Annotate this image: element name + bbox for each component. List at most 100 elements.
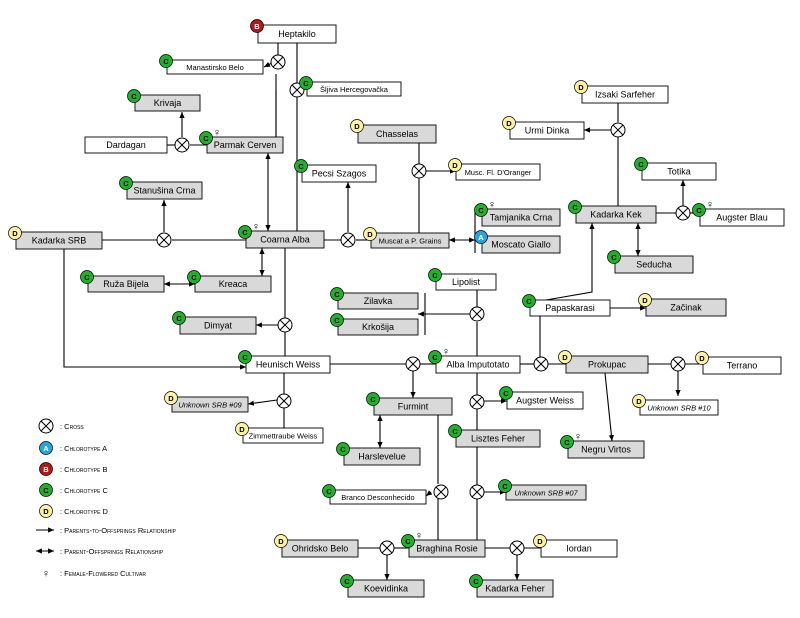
node-label: Kadarka Feher (485, 584, 545, 594)
svg-text:D: D (578, 83, 584, 92)
svg-text:B: B (43, 465, 49, 474)
node-box (343, 447, 421, 466)
chlorotype-badge: C (119, 176, 133, 190)
svg-text:C: C (526, 297, 532, 306)
node-box (301, 164, 377, 183)
svg-text:C: C (191, 273, 197, 282)
cross-icon (276, 393, 292, 409)
chlorotype-badge: C (498, 479, 512, 493)
chlorotype-badge: C (187, 270, 201, 284)
node-label: Pecsi Szagos (312, 169, 367, 179)
svg-text:D: D (168, 394, 174, 403)
chlorotype-badge: C (159, 54, 173, 68)
node-box (15, 231, 103, 250)
svg-text:C: C (638, 160, 644, 169)
svg-text:C: C (176, 314, 182, 323)
node-box (245, 230, 325, 249)
chlorotype-badge: C (294, 159, 308, 173)
node-label: Šljiva Hercegovačka (320, 85, 389, 94)
node-label: Alba Imputotato (446, 360, 509, 370)
node-box (134, 94, 201, 112)
legend-chlorotype-d-label: : Chlorotype D (60, 507, 109, 516)
node-box (87, 275, 165, 293)
node-label: Kadarka Kek (590, 210, 642, 220)
node-label: Ohridsko Belo (292, 544, 349, 554)
node-label: Urmi Dinka (525, 126, 570, 136)
node-label: Harslevelue (358, 452, 406, 462)
chlorotype-badge: D (574, 80, 588, 94)
node-label: Krivaja (154, 98, 182, 108)
node-label: Heunisch Weiss (256, 360, 321, 370)
node-label: Unknown SRB #07 (514, 489, 578, 498)
node-dardagan: Dardagan (84, 136, 168, 154)
legend-chlorotype-a-label: : Chlorotype A (60, 444, 107, 453)
node-box (337, 318, 419, 336)
node-box (245, 355, 331, 374)
svg-text:D: D (636, 397, 642, 406)
svg-text:C: C (326, 487, 332, 496)
svg-text:D: D (562, 353, 568, 362)
node-box (435, 355, 521, 374)
node-label: Unknown SRB #10 (647, 404, 711, 413)
chlorotype-badge: D (638, 293, 652, 307)
chlorotype-badge: C (127, 89, 141, 103)
node-label: Krkošija (362, 322, 394, 332)
node-box (373, 397, 453, 416)
chlorotype-badge: C (522, 294, 536, 308)
node-heptakilo: Heptakilo B (250, 19, 337, 44)
svg-text:C: C (334, 290, 340, 299)
chlorotype-badge: C (428, 350, 442, 364)
chlorotype-badge: C (568, 200, 582, 214)
svg-text:C: C (242, 353, 248, 362)
node-box (194, 275, 272, 293)
chlorotype-badge: C (80, 270, 94, 284)
node-box (529, 299, 611, 317)
chlorotype-badge: D (8, 226, 22, 240)
legend-chlorotype-c-icon: C (39, 483, 53, 497)
node-label: Musc. Fl. D'Oranger (465, 168, 532, 177)
node-label: Heptakilo (278, 29, 316, 39)
relationship-line (247, 399, 278, 406)
node-label: Dimyat (204, 321, 233, 331)
svg-text:C: C (131, 92, 137, 101)
cross-icon (670, 356, 686, 372)
node-label: Parmak Cerven (214, 140, 277, 150)
node-pecsi: Pecsi Szagos C (294, 159, 377, 183)
chlorotype-badge: D (274, 534, 288, 548)
chlorotype-badge: C (499, 386, 513, 400)
node-box (509, 121, 585, 140)
svg-text:B: B (254, 22, 260, 31)
legend-chlorotype-b-icon: B (39, 462, 53, 476)
chlorotype-badge: B (250, 19, 264, 33)
relationship-line (425, 490, 433, 497)
chlorotype-badge: C (634, 157, 648, 171)
chlorotype-badge: C (299, 76, 313, 90)
cross-icon (405, 356, 421, 372)
svg-text:C: C (123, 179, 129, 188)
svg-text:D: D (43, 507, 49, 516)
node-krivaja: Krivaja C (127, 89, 201, 112)
node-label: Chasselas (376, 129, 419, 139)
node-box (455, 429, 541, 448)
node-box (565, 355, 649, 374)
